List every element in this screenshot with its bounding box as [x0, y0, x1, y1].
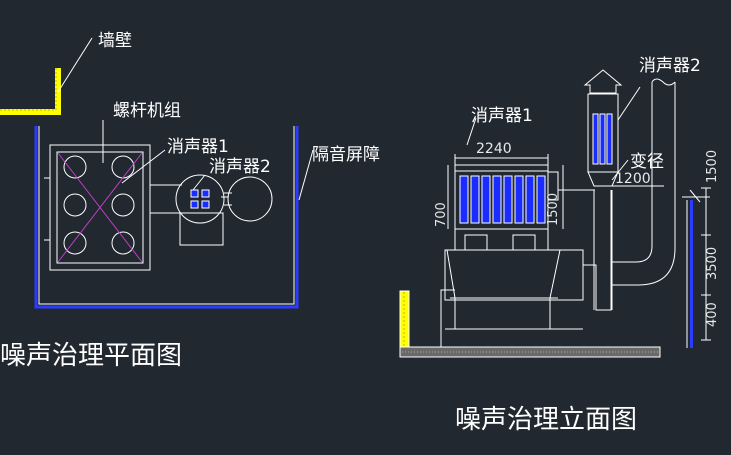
dim-right-400: 400 — [705, 302, 720, 327]
dim-2240: 2240 — [476, 141, 512, 157]
wall-label: 墙壁 — [98, 31, 132, 51]
silencer1-elev-leader — [466, 117, 477, 146]
sound-barrier-elev — [690, 200, 693, 348]
dim-1200: 1200 — [615, 171, 651, 187]
reducer-label: 变径 — [630, 152, 664, 172]
sound-barrier-plan — [34, 126, 299, 309]
plan-title: 噪声治理平面图 — [0, 341, 182, 371]
ground-elevation — [399, 346, 661, 358]
wall-leader — [57, 37, 93, 93]
sound-barrier-label: 隔音屏障 — [312, 145, 380, 165]
silencer1-plan-leader — [121, 149, 166, 184]
plan-view — [0, 37, 314, 309]
reducer-leader — [611, 159, 629, 181]
silencer1-elev-label: 消声器1 — [471, 106, 533, 126]
dim-right-1500: 1500 — [705, 150, 720, 183]
elevation-title: 噪声治理立面图 — [455, 405, 637, 435]
silencer2-elev-label: 消声器2 — [639, 56, 701, 76]
screw-unit-inner — [56, 151, 144, 264]
unit-base — [444, 249, 584, 301]
silencer1-plan-circle — [175, 174, 225, 224]
silencer2-elev-cells — [592, 113, 613, 165]
dim-700: 700 — [434, 202, 449, 227]
barrier-leader — [298, 149, 314, 201]
silencer2-plan-circle — [227, 176, 273, 222]
silencer1-plan-body — [179, 212, 224, 246]
silencer1-elev-cells — [459, 175, 546, 224]
screw-unit-outer — [49, 144, 151, 271]
reducer-elev — [587, 171, 619, 187]
screw-unit-label: 螺杆机组 — [113, 101, 181, 121]
screw-unit-circles — [63, 155, 135, 255]
dim-1500: 1500 — [546, 193, 561, 226]
silencer-plan-cells — [190, 189, 210, 209]
exhaust-cap — [583, 69, 623, 94]
screw-unit-diagonals — [57, 152, 143, 263]
wall-plan — [0, 68, 61, 115]
silencer2-elev-leader — [617, 86, 641, 121]
elevation-view — [399, 69, 711, 358]
exhaust-pipe — [611, 78, 676, 286]
dim-right-3500: 3500 — [705, 247, 720, 280]
wall-elevation — [399, 290, 410, 348]
silencer2-plan-leader — [192, 174, 206, 191]
silencer2-plan-label: 消声器2 — [209, 157, 271, 177]
silencer1-plan-label: 消声器1 — [167, 137, 229, 157]
